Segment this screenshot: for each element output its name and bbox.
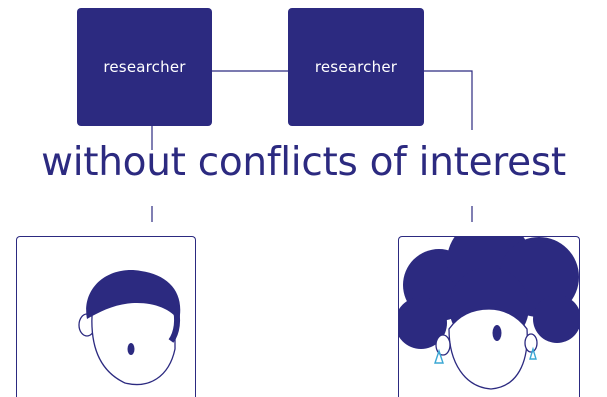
researcher-node-left: researcher bbox=[77, 8, 212, 126]
person-frame-right bbox=[398, 236, 580, 397]
person-frame-left bbox=[16, 236, 196, 397]
researcher-node-left-label: researcher bbox=[103, 58, 186, 76]
researcher-node-right: researcher bbox=[288, 8, 424, 126]
curly-hair-person-icon bbox=[399, 237, 579, 390]
connector-right-researcher-out bbox=[424, 70, 473, 130]
researcher-node-right-label: researcher bbox=[314, 58, 398, 76]
short-hair-person-icon bbox=[78, 270, 181, 386]
headline: without conflicts of interest bbox=[41, 140, 566, 185]
